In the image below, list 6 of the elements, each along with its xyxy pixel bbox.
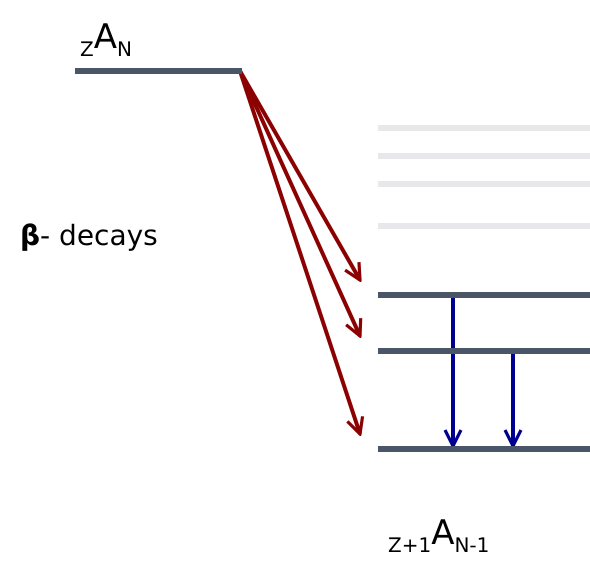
decay-label: β- decays <box>20 222 158 250</box>
decay-arrow <box>443 298 463 448</box>
decay-arrow <box>503 354 523 448</box>
nuclide-label: $_{Z}$A$_{N}$ <box>80 20 132 59</box>
decay-arrow <box>238 70 364 436</box>
nuclide-label: $_{Z+1}$A$_{N-1}$ <box>388 516 490 555</box>
